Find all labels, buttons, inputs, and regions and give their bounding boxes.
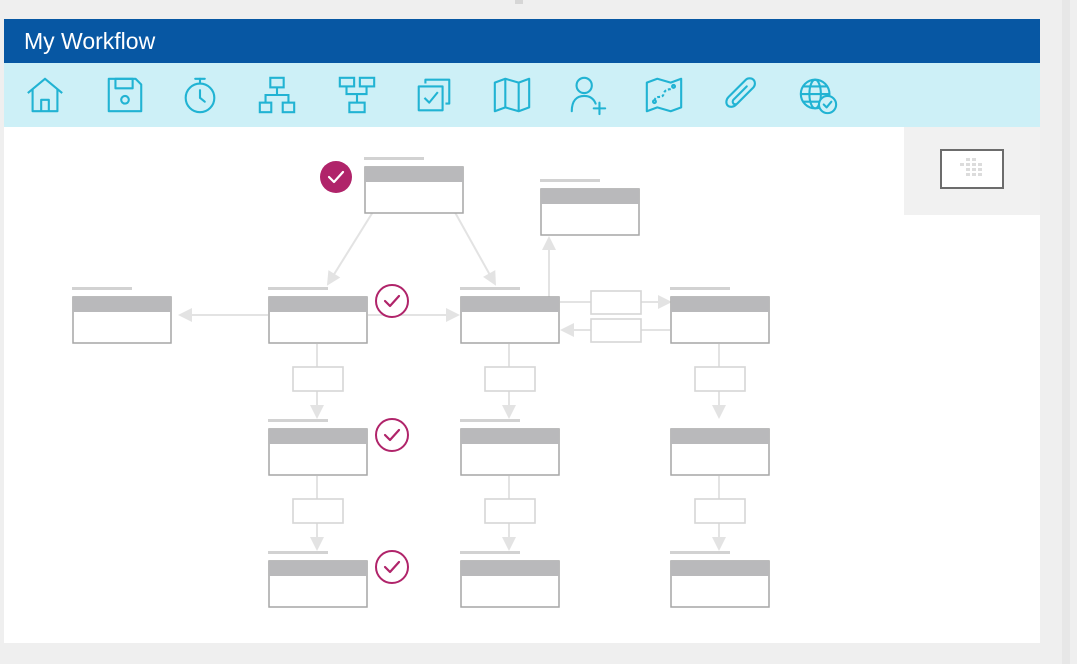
route-map-icon xyxy=(645,77,683,113)
workflow-node-n9[interactable] xyxy=(670,428,770,476)
workflow-node-n10[interactable] xyxy=(268,551,368,608)
timer-button[interactable] xyxy=(178,73,222,117)
flowchart-icon xyxy=(338,76,376,114)
connectors xyxy=(178,206,726,551)
workflow-node-n4[interactable] xyxy=(268,287,368,344)
check-circle-icon xyxy=(375,284,409,318)
map-button[interactable] xyxy=(490,73,534,117)
home-icon xyxy=(27,77,63,113)
title-bar: My Workflow xyxy=(4,19,1040,63)
route-map-button[interactable] xyxy=(642,73,686,117)
hierarchy-button[interactable] xyxy=(255,73,299,117)
add-user-icon xyxy=(570,76,607,116)
check-filled-icon xyxy=(320,161,352,193)
check-circle-icon xyxy=(375,418,409,452)
connector-label[interactable] xyxy=(484,498,536,524)
workflow-canvas[interactable] xyxy=(4,127,1040,643)
home-button[interactable] xyxy=(23,73,67,117)
workflow-node-n1[interactable] xyxy=(364,157,464,214)
vertical-scrollbar[interactable] xyxy=(1062,0,1070,664)
check-circle-icon xyxy=(375,550,409,584)
attach-button[interactable] xyxy=(720,73,764,117)
minimap-toggle-button[interactable] xyxy=(940,149,1004,189)
workflow-node-n11[interactable] xyxy=(460,551,560,608)
add-user-button[interactable] xyxy=(566,73,610,117)
hierarchy-icon xyxy=(258,76,296,114)
connector-label[interactable] xyxy=(694,366,746,392)
workflow-node-n3[interactable] xyxy=(72,287,172,344)
connector-label[interactable] xyxy=(590,318,642,343)
workflow-node-n2[interactable] xyxy=(540,179,640,236)
globe-check-icon xyxy=(799,78,838,115)
workflow-node-n7[interactable] xyxy=(268,419,368,476)
connector xyxy=(326,206,377,286)
connector-label[interactable] xyxy=(694,498,746,524)
connector-labels xyxy=(292,290,746,524)
save-icon xyxy=(107,77,143,113)
publish-button[interactable] xyxy=(796,73,840,117)
workflow-node-n12[interactable] xyxy=(670,551,770,608)
top-caret xyxy=(515,0,523,4)
connector-label[interactable] xyxy=(292,366,344,392)
connector-label[interactable] xyxy=(484,366,536,392)
workflow-diagram xyxy=(72,157,770,608)
flowchart-button[interactable] xyxy=(335,73,379,117)
save-button[interactable] xyxy=(103,73,147,117)
workflow-window: My Workflow xyxy=(4,19,1040,643)
stopwatch-icon xyxy=(184,77,216,114)
workflow-node-n6[interactable] xyxy=(670,287,770,344)
map-icon xyxy=(493,77,531,113)
checklist-button[interactable] xyxy=(412,73,456,117)
grid-icon xyxy=(960,158,982,176)
checklist-icon xyxy=(417,78,451,112)
connector xyxy=(451,206,496,286)
workflow-node-n8[interactable] xyxy=(460,419,560,476)
paperclip-icon xyxy=(725,77,756,108)
connector-label[interactable] xyxy=(292,498,344,524)
toolbar xyxy=(4,63,1040,127)
window-title: My Workflow xyxy=(24,28,156,54)
workflow-node-n5[interactable] xyxy=(460,287,560,344)
connector-label[interactable] xyxy=(590,290,642,315)
minimap-panel xyxy=(904,127,1040,215)
